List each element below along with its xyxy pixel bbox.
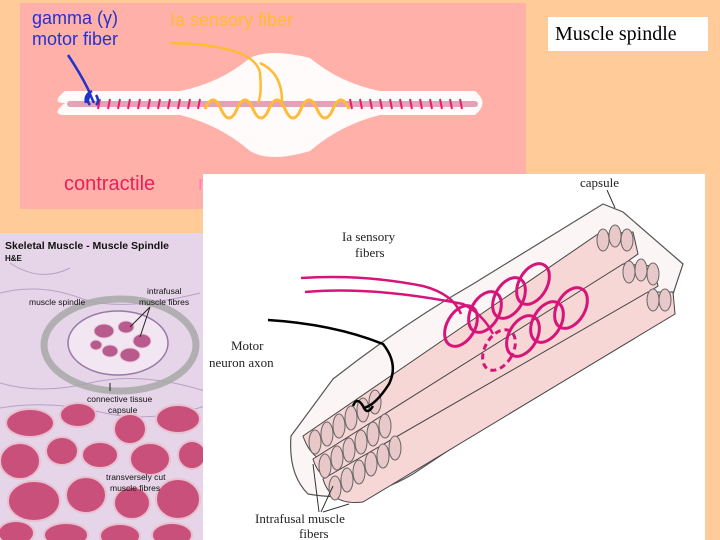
spindle-interior bbox=[67, 310, 169, 376]
motor-neuron-axon bbox=[267, 318, 395, 413]
capsule-label: capsule bbox=[580, 175, 619, 190]
histology-micrograph: Skeletal Muscle - Muscle Spindle H&E mus… bbox=[0, 233, 205, 540]
slide-title: Muscle spindle bbox=[548, 17, 708, 51]
histology-svg: Skeletal Muscle - Muscle Spindle H&E mus… bbox=[0, 233, 205, 540]
histo-stain: H&E bbox=[5, 254, 23, 263]
motor-neuron-label-1: Motor bbox=[231, 338, 264, 353]
spindle-capsule-ring bbox=[40, 295, 200, 395]
ia-sensory-label-1: Ia sensory bbox=[342, 229, 396, 244]
histo-intrafusal-label-2: muscle fibres bbox=[139, 297, 189, 307]
contractile-left-label: contractile bbox=[64, 173, 155, 195]
intrafusal-label-1: Intrafusal muscle bbox=[255, 511, 345, 526]
histo-connective-label-1: connective tissue bbox=[87, 394, 152, 404]
label-pointers bbox=[109, 306, 151, 391]
transverse-muscle-fibres bbox=[0, 402, 205, 540]
histo-title: Skeletal Muscle - Muscle Spindle bbox=[5, 240, 169, 252]
spindle-illustration: capsule Ia sensory fibers Motor neuron a… bbox=[203, 174, 705, 540]
gamma-label-line2: motor fiber bbox=[32, 29, 118, 49]
fiber-striations-right bbox=[596, 224, 672, 312]
slide-title-text: Muscle spindle bbox=[555, 22, 677, 45]
histo-transverse-label-2: muscle fibres bbox=[110, 483, 160, 493]
intrafusal-fibre-sections bbox=[89, 320, 152, 363]
striations-left bbox=[97, 98, 201, 110]
ia-sensory-fiber bbox=[169, 41, 284, 104]
gamma-motor-fiber bbox=[66, 54, 100, 106]
ia-sensory-spirals bbox=[443, 262, 589, 372]
striations-right bbox=[349, 98, 463, 110]
gamma-label-line1: gamma (γ) bbox=[32, 8, 118, 28]
spindle-illustration-svg: capsule Ia sensory fibers Motor neuron a… bbox=[209, 175, 684, 540]
histo-connective-label-2: capsule bbox=[108, 405, 138, 415]
motor-neuron-label-2: neuron axon bbox=[209, 355, 274, 370]
ia-sensory-fibers bbox=[300, 275, 495, 335]
ia-sensory-spiral bbox=[203, 98, 351, 120]
histo-muscle-spindle-label: muscle spindle bbox=[29, 297, 85, 307]
intrafusal-label-2: fibers bbox=[299, 526, 329, 540]
ia-sensory-label-2: fibers bbox=[355, 245, 385, 260]
fiber-striations-left bbox=[308, 389, 402, 501]
ia-fiber-label: Ia sensory fiber bbox=[170, 10, 293, 30]
illustration-pointers bbox=[312, 189, 616, 513]
histo-transverse-label-1: transversely cut bbox=[106, 472, 166, 482]
histo-intrafusal-label-1: intrafusal bbox=[147, 286, 182, 296]
